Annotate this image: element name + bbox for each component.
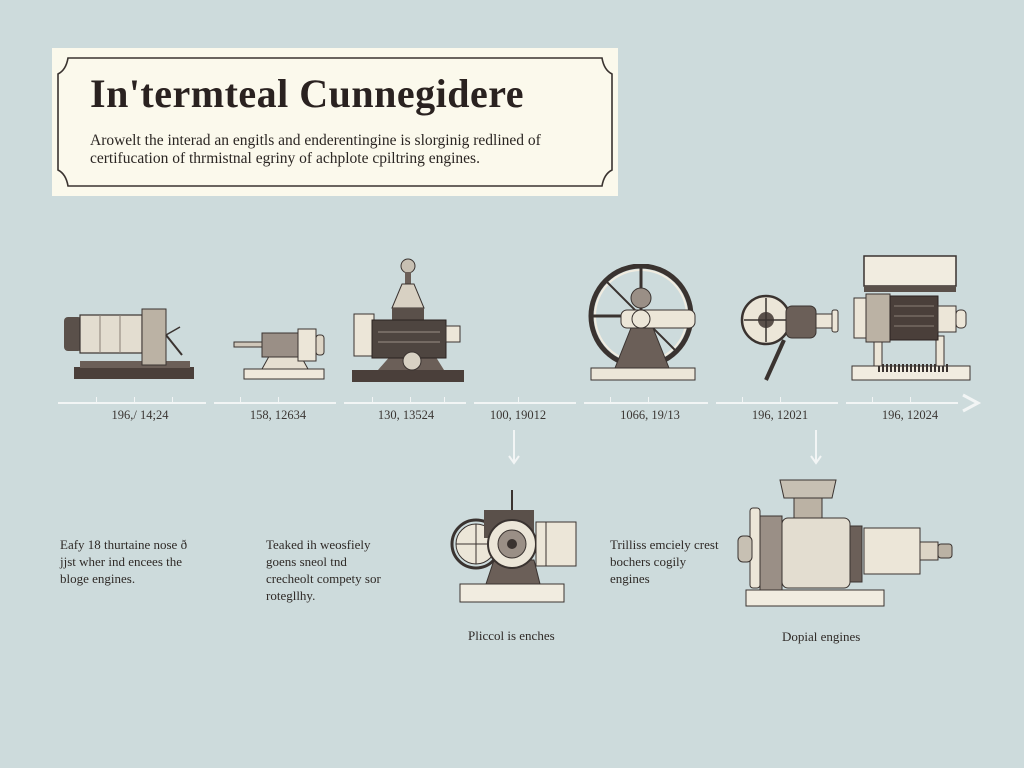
flywheel-engine-icon — [588, 264, 696, 381]
timeline-segment — [58, 402, 206, 404]
boxed-electric-engine-icon — [851, 255, 971, 381]
hopper-motor-engine-icon — [737, 479, 953, 607]
timeline-tick — [172, 397, 173, 403]
engine-note: Trilliss emciely crest bochers cogily en… — [610, 537, 719, 586]
timeline-tick — [648, 397, 649, 403]
timeline-tick — [910, 397, 911, 403]
timeline-date: 196,/ 14;24 — [111, 408, 169, 422]
timeline-date: 196, 12024 — [881, 408, 939, 422]
timeline-tick — [610, 397, 611, 403]
page-title: In'termteal Cunnegidere — [90, 71, 525, 116]
engine-caption: Dopial engines — [782, 629, 861, 644]
timeline-segment — [474, 402, 576, 404]
engine-caption: Pliccol is enches — [468, 628, 555, 643]
timeline-segment — [214, 402, 336, 404]
engine-note: Teaked ih weosfiely goens sneol tnd crec… — [266, 537, 381, 603]
timeline-tick — [742, 397, 743, 403]
wheel-crank-engine-icon — [740, 294, 839, 381]
timeline-tick — [872, 397, 873, 403]
chevron-right-icon — [962, 393, 982, 413]
timeline-segment — [584, 402, 708, 404]
ornate-frame — [57, 57, 613, 187]
timeline-tick — [518, 397, 519, 403]
small-shaft-engine-icon — [233, 328, 325, 380]
timeline-tick — [444, 397, 445, 403]
timeline-segment — [846, 402, 958, 404]
governor-ball-engine-icon — [352, 258, 464, 382]
timeline-date: 196, 12021 — [751, 408, 809, 422]
page-subtitle: Arowelt the interad an engitls and ender… — [90, 132, 541, 167]
timeline-segment — [716, 402, 838, 404]
timeline-tick — [780, 397, 781, 403]
timeline-tick — [410, 397, 411, 403]
arrow-down-icon — [508, 430, 520, 465]
timeline-segment — [344, 402, 466, 404]
timeline-tick — [96, 397, 97, 403]
engine-note: Eafy 18 thurtaine nose ð jjst wher ind e… — [60, 537, 188, 586]
timeline-axis — [58, 397, 978, 404]
timeline-tick — [278, 397, 279, 403]
timeline-date: 100, 19012 — [489, 408, 547, 422]
timeline-date: 130, 13524 — [377, 408, 435, 422]
title-card: In'termteal Cunnegidere Arowelt the inte… — [52, 48, 618, 196]
flywheel-detail-engine-icon — [450, 490, 577, 603]
arrow-down-icon — [810, 430, 822, 465]
cylinder-motor-engine-icon — [64, 308, 194, 379]
timeline-tick — [134, 397, 135, 403]
timeline-tick — [372, 397, 373, 403]
timeline-date: 158, 12634 — [249, 408, 307, 422]
timeline-tick — [240, 397, 241, 403]
timeline-date: 1066, 19/13 — [620, 408, 680, 422]
